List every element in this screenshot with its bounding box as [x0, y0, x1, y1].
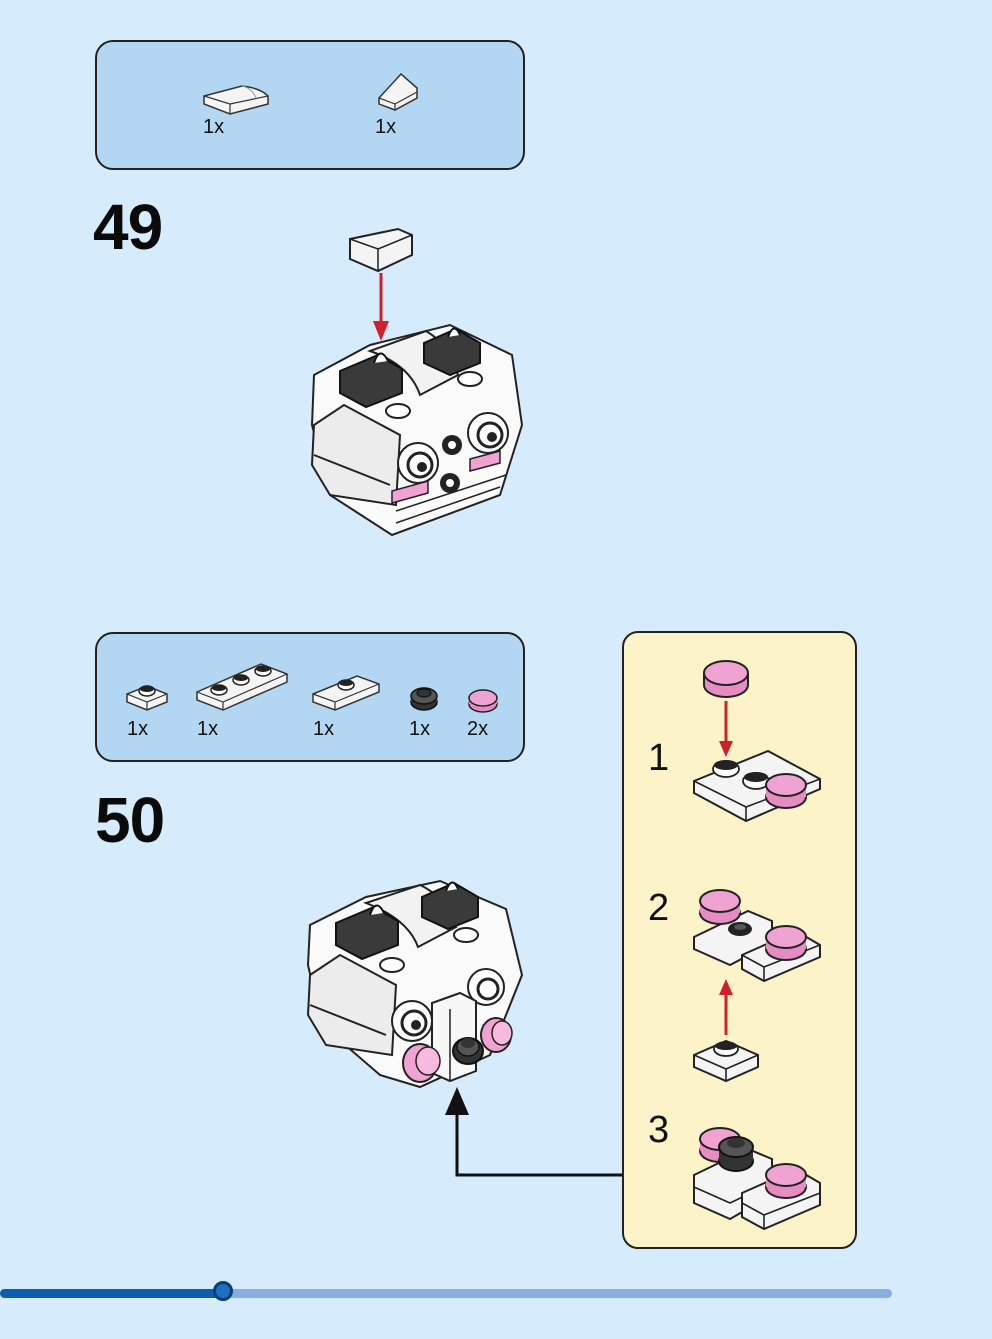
progress-bar[interactable] — [0, 1281, 892, 1301]
step-50-assembly-illustration — [306, 879, 624, 1177]
plate-1x1-white-icon — [126, 685, 168, 711]
substep-2-illustration — [693, 889, 821, 1083]
parts-list-step-49: 1x 1x — [95, 40, 525, 170]
part-qty: 1x — [127, 718, 149, 740]
plate-1x3-white-icon — [196, 663, 288, 711]
round-plate-1x1-black-icon — [410, 687, 438, 711]
step-49-assembly-illustration — [310, 227, 524, 537]
sub-assembly-callout: 1 2 3 — [622, 631, 857, 1249]
slope-1x1-white-icon — [378, 72, 418, 111]
parts-list-step-50: 1x 1x 1x 1x 2x — [95, 632, 525, 762]
substep-number: 2 — [648, 887, 670, 929]
step-number: 49 — [93, 191, 163, 263]
part-qty: 1x — [197, 718, 219, 740]
jumper-plate-1x2-white-icon — [312, 675, 380, 711]
progress-fill — [0, 1289, 223, 1298]
curved-slope-1x2-white-icon — [203, 85, 269, 115]
part-qty: 1x — [375, 116, 397, 138]
substep-number: 1 — [648, 737, 670, 779]
step-number: 50 — [95, 784, 165, 856]
round-plate-1x1-pink-icon — [468, 689, 498, 713]
part-qty: 1x — [409, 718, 431, 740]
part-qty: 2x — [467, 718, 489, 740]
progress-slider-handle[interactable] — [213, 1281, 233, 1301]
substep-number: 3 — [648, 1109, 670, 1151]
substep-1-illustration — [693, 660, 821, 823]
substep-3-illustration — [693, 1127, 821, 1231]
part-qty: 1x — [203, 116, 225, 138]
part-qty: 1x — [313, 718, 335, 740]
